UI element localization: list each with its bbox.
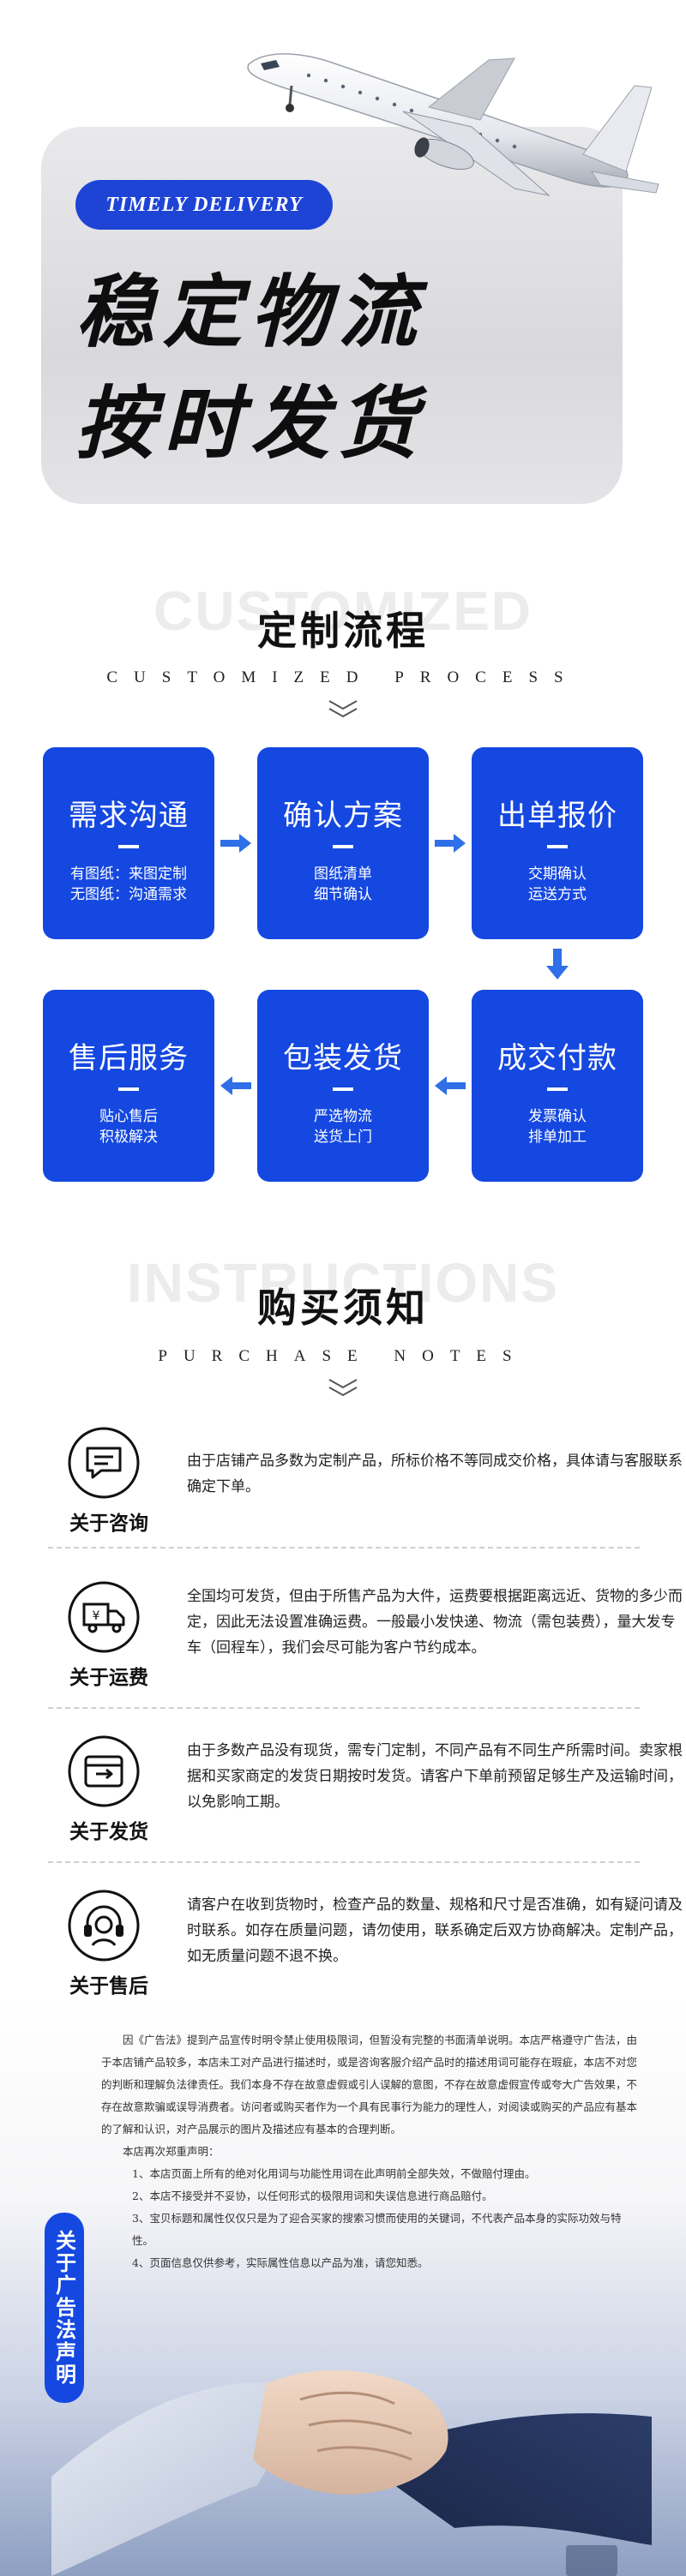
step-divider	[333, 845, 353, 848]
box-icon	[68, 1735, 140, 1807]
legal-list-item: 2、本店不接受并不妥协，以任何形式的极限用词和失误信息进行商品赔付。	[132, 2190, 493, 2202]
note-title: 关于运费	[69, 1666, 148, 1689]
process-step-6: 售后服务 贴心售后 积极解决	[43, 990, 214, 1182]
note-title: 关于售后	[69, 1974, 148, 1998]
step-title: 售后服务	[69, 1041, 189, 1075]
step-title: 确认方案	[283, 799, 403, 833]
step-title: 包装发货	[283, 1041, 403, 1075]
step-title: 需求沟通	[69, 799, 189, 833]
legal-statement-text: 因《广告法》提到产品宣传时明令禁止使用极限词，但暂没有完整的书面清单说明。本店严…	[101, 2029, 640, 2274]
note-delivery: 关于发货 由于多数产品没有现货，需专门定制，不同产品有不同生产所需时间。卖家根据…	[48, 1722, 683, 1866]
step-divider	[118, 1087, 139, 1091]
step-detail-line1: 严选物流	[314, 1108, 372, 1125]
note-shipping-fee: ¥ 关于运费 全国均可发货，但由于所售产品为大件，运费要根据距离远近、货物的多少…	[48, 1568, 683, 1712]
process-step-3: 出单报价 交期确认 运送方式	[472, 747, 643, 939]
truck-icon: ¥	[68, 1581, 140, 1653]
step-divider	[118, 845, 139, 848]
hero-banner: TIMELY DELIVERY 稳定物流 按时发货	[0, 0, 686, 531]
legal-list-item: 4、页面信息仅供参考，实际属性信息以产品为准，请您知悉。	[132, 2256, 429, 2269]
svg-text:¥: ¥	[93, 1609, 100, 1623]
dashed-divider	[48, 1547, 640, 1549]
note-title: 关于发货	[69, 1820, 148, 1843]
hero-title-line1: 稳定物流	[75, 267, 426, 358]
legal-statement-label: 关于广告法声明	[45, 2213, 84, 2403]
notes-section-subtitle: PURCHASE NOTES	[158, 1347, 528, 1365]
step-detail-line2: 积极解决	[99, 1129, 158, 1146]
process-step-5: 包装发货 严选物流 送货上门	[257, 990, 429, 1182]
step-detail-line1: 发票确认	[528, 1108, 587, 1125]
process-step-1: 需求沟通 有图纸：来图定制 无图纸：沟通需求	[43, 747, 214, 939]
note-title: 关于咨询	[69, 1512, 148, 1535]
note-body: 请客户在收到货物时，检查产品的数量、规格和尺寸是否准确，如有疑问请及时联系。如存…	[187, 1896, 683, 1965]
step-detail-line1: 有图纸：来图定制	[70, 866, 187, 883]
legal-list-item: 3、宝贝标题和属性仅仅只是为了迎合买家的搜索习惯而使用的关键词，不代表产品本身的…	[132, 2212, 622, 2247]
step-divider	[547, 1087, 568, 1091]
note-consult: 关于咨询 由于店铺产品多数为定制产品，所标价格不等同成交价格，具体请与客服联系确…	[48, 1414, 683, 1558]
note-body: 由于店铺产品多数为定制产品，所标价格不等同成交价格，具体请与客服联系确定下单。	[187, 1453, 683, 1495]
hero-title-line2: 按时发货	[75, 378, 426, 470]
arrow-down-icon	[546, 949, 569, 979]
chat-icon	[68, 1427, 140, 1499]
legal-list-item: 1、本店页面上所有的绝对化用词与功能性用词在此声明前全部失效，不做赔付理由。	[132, 2167, 536, 2180]
step-title: 成交付款	[497, 1041, 617, 1075]
process-ghost-title: CUSTOMIZED	[153, 580, 533, 642]
arrow-right-icon	[435, 834, 466, 853]
headset-icon	[68, 1890, 140, 1962]
timely-delivery-tag: TIMELY DELIVERY	[75, 180, 333, 230]
note-body: 由于多数产品没有现货，需专门定制，不同产品有不同生产所需时间。卖家根据和买家商定…	[187, 1742, 683, 1811]
dashed-divider	[48, 1861, 640, 1863]
process-step-4: 成交付款 发票确认 排单加工	[472, 990, 643, 1182]
step-detail-line2: 无图纸：沟通需求	[70, 886, 187, 903]
step-detail-line2: 细节确认	[314, 886, 372, 903]
legal-paragraph: 因《广告法》提到产品宣传时明令禁止使用极限词，但暂没有完整的书面清单说明。本店严…	[101, 2034, 638, 2136]
step-detail-line1: 交期确认	[528, 866, 587, 883]
process-section-title: 定制流程	[257, 608, 429, 654]
arrow-left-icon	[435, 1076, 466, 1095]
step-divider	[547, 845, 568, 848]
legal-paragraph: 本店再次郑重声明：	[123, 2145, 220, 2158]
note-body: 全国均可发货，但由于所售产品为大件，运费要根据距离远近、货物的多少而定，因此无法…	[187, 1588, 683, 1656]
step-divider	[333, 1087, 353, 1091]
chevron-down-icon	[328, 700, 358, 718]
process-section-subtitle: CUSTOMIZED PROCESS	[106, 668, 580, 686]
handshake-image	[51, 2370, 652, 2576]
note-after-sales: 关于售后 请客户在收到货物时，检查产品的数量、规格和尺寸是否准确，如有疑问请及时…	[48, 1877, 683, 2021]
arrow-right-icon	[220, 834, 251, 853]
step-detail-line2: 送货上门	[314, 1129, 372, 1146]
step-detail-line2: 运送方式	[528, 886, 587, 903]
step-detail-line1: 图纸清单	[314, 866, 372, 883]
chevron-down-icon	[328, 1379, 358, 1397]
step-title: 出单报价	[497, 799, 617, 833]
process-step-2: 确认方案 图纸清单 细节确认	[257, 747, 429, 939]
airplane-image	[247, 53, 659, 196]
notes-ghost-title: INSTRUCTIONS	[127, 1252, 559, 1314]
step-detail-line1: 贴心售后	[99, 1108, 158, 1125]
step-detail-line2: 排单加工	[528, 1129, 587, 1146]
arrow-left-icon	[220, 1076, 251, 1095]
notes-section-title: 购买须知	[257, 1285, 429, 1331]
dashed-divider	[48, 1707, 640, 1709]
